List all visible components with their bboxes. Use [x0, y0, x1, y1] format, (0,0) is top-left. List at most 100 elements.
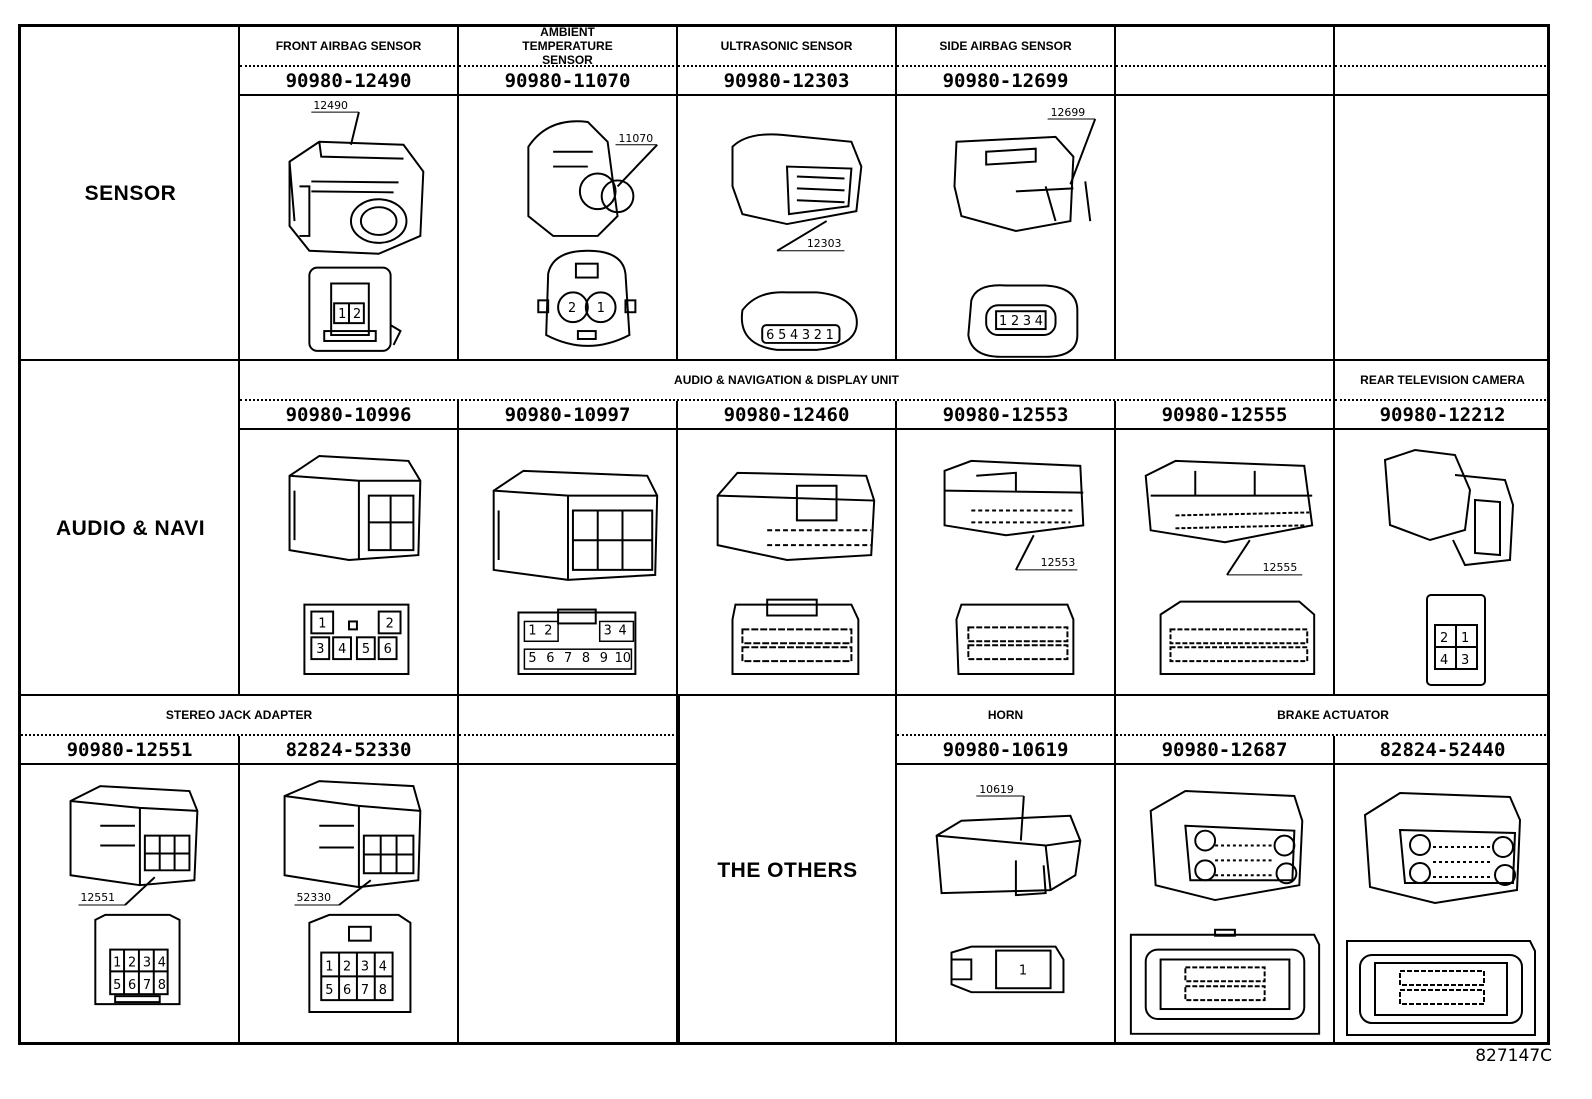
pin-label: 6 [384, 642, 392, 657]
pin-label: 2 [1440, 631, 1448, 646]
audio-12460-connector-icon [716, 471, 876, 675]
part-number: 90980-12687 [1116, 736, 1335, 765]
pin-label: 5 [113, 978, 121, 993]
pin-label: 4 [379, 959, 387, 974]
pin-grid: 1 2 3 4 5 6 7 8 [113, 955, 166, 993]
callout-label: 52330 [296, 891, 331, 904]
connector-drawing-12490: 1 2 12490 [240, 96, 459, 361]
pin-label: 6 [343, 983, 351, 998]
connector-name: ULTRASONIC SENSOR [678, 27, 897, 67]
brake-actuator-connector-icon [1129, 790, 1321, 1035]
connector-drawing-12699: 1 2 3 4 12699 [897, 96, 1116, 361]
pin-label: 8 [582, 651, 590, 666]
connector-drawing-12551: 1 2 3 4 5 6 7 8 12551 [21, 765, 240, 1045]
part-number: 90980-12303 [678, 67, 897, 96]
connector-drawing-10996: 1 2 3 4 5 6 [240, 430, 459, 694]
audio-10pin-connector-icon: 1 2 3 4 5 6 7 8 9 10 [492, 469, 659, 675]
callout-label: 10619 [979, 783, 1014, 796]
callout-label: 12555 [1263, 561, 1298, 574]
brake-actuator-alt-connector-icon [1346, 791, 1536, 1036]
pin-grid: 1 2 3 4 5 6 7 8 [325, 959, 387, 998]
part-number: 90980-12699 [897, 67, 1116, 96]
connector-name: SIDE AIRBAG SENSOR [897, 27, 1116, 67]
horn-connector-icon: 1 10619 [935, 783, 1082, 994]
pin-label: 1 [1461, 631, 1469, 646]
pin-label: 4 [790, 328, 798, 343]
connector-name [1116, 27, 1335, 67]
ambient-temp-connector-icon: 2 1 11070 [527, 120, 658, 347]
callout-label: 12699 [1051, 106, 1086, 119]
pin-label: 5 [528, 651, 536, 666]
part-number: 90980-12212 [1335, 401, 1550, 430]
part-number: 90980-12460 [678, 401, 897, 430]
pin-label: 5 [362, 642, 370, 657]
pin-label: 4 [619, 623, 627, 638]
audio-12553-connector-icon: 12553 [943, 459, 1085, 675]
pin-label: 2 [814, 328, 822, 343]
connector-name [459, 696, 678, 736]
pin-label: 3 [1461, 653, 1469, 668]
part-number: 90980-10997 [459, 401, 678, 430]
audio-6pin-connector-icon: 1 2 3 4 5 6 [288, 454, 422, 675]
connector-drawing-11070: 2 1 11070 [459, 96, 678, 361]
callout-label: 12553 [1041, 556, 1076, 569]
pin-label: 2 [353, 307, 361, 322]
connector-name: STEREO JACK ADAPTER [21, 696, 459, 736]
pin-label: 5 [325, 983, 333, 998]
empty-drawing-cell [1116, 96, 1335, 361]
connector-drawing-10619: 1 10619 [897, 765, 1116, 1045]
connector-drawing-52330: 1 2 3 4 5 6 7 8 52330 [240, 765, 459, 1045]
pin-label: 1 [325, 959, 333, 974]
pin-label: 2 [386, 616, 394, 631]
empty-drawing-cell [459, 765, 678, 1045]
pin-label: 6 [546, 651, 554, 666]
pin-label: 4 [158, 955, 166, 970]
part-number: 82824-52330 [240, 736, 459, 765]
connector-drawing-12687 [1116, 765, 1335, 1045]
pin-label: 2 [343, 959, 351, 974]
part-number: 90980-12551 [21, 736, 240, 765]
category-cell-others [678, 696, 897, 1045]
pin-label: 1 [597, 301, 605, 316]
pin-label: 1 [1019, 963, 1027, 978]
part-number: 90980-12553 [897, 401, 1116, 430]
connector-name [1335, 27, 1550, 67]
connector-drawing-12553: 12553 [897, 430, 1116, 694]
connector-name: AMBIENT TEMPERATURE SENSOR [459, 25, 678, 67]
pin-label: 2 [544, 623, 552, 638]
pin-label: 6 [128, 978, 136, 993]
part-number: 90980-10619 [897, 736, 1116, 765]
ultrasonic-connector-icon: 6 5 4 3 2 1 12303 [731, 133, 863, 351]
pin-label: 3 [802, 328, 810, 343]
pin-label: 3 [143, 955, 151, 970]
pin-label: 6 [766, 328, 774, 343]
pin-label: 8 [379, 983, 387, 998]
callout-label: 12490 [313, 99, 348, 112]
part-number [459, 736, 678, 765]
pin-label: 7 [361, 983, 369, 998]
pin-label: 1 [318, 616, 326, 631]
group-label-audio-nav-display: AUDIO & NAVIGATION & DISPLAY UNIT [240, 361, 1335, 401]
pin-label: 3 [361, 959, 369, 974]
part-number [1116, 67, 1335, 96]
part-number: 90980-11070 [459, 67, 678, 96]
pin-label: 4 [338, 642, 346, 657]
pin-label: 1 [999, 314, 1007, 329]
pin-label: 10 [615, 651, 631, 666]
row-divider [21, 694, 1550, 696]
pin-label: 4 [1440, 653, 1448, 668]
pin-label: 7 [143, 978, 151, 993]
pin-label: 3 [604, 623, 612, 638]
pin-label: 7 [564, 651, 572, 666]
pin-label: 5 [778, 328, 786, 343]
connector-drawing-12212: 2 1 4 3 [1335, 430, 1550, 694]
part-number: 90980-12490 [240, 67, 459, 96]
category-label-audio: AUDIO & NAVI [55, 516, 206, 540]
diagram-reference-id: 827147C [1475, 1046, 1552, 1066]
pin-label: 8 [158, 978, 166, 993]
connector-name: HORN [897, 696, 1116, 736]
connector-name: REAR TELEVISION CAMERA [1335, 361, 1550, 401]
pin-row: 6 5 4 3 2 1 [766, 328, 834, 343]
category-label-sensor: SENSOR [84, 182, 177, 205]
pin-row: 1 2 3 4 [999, 314, 1043, 329]
